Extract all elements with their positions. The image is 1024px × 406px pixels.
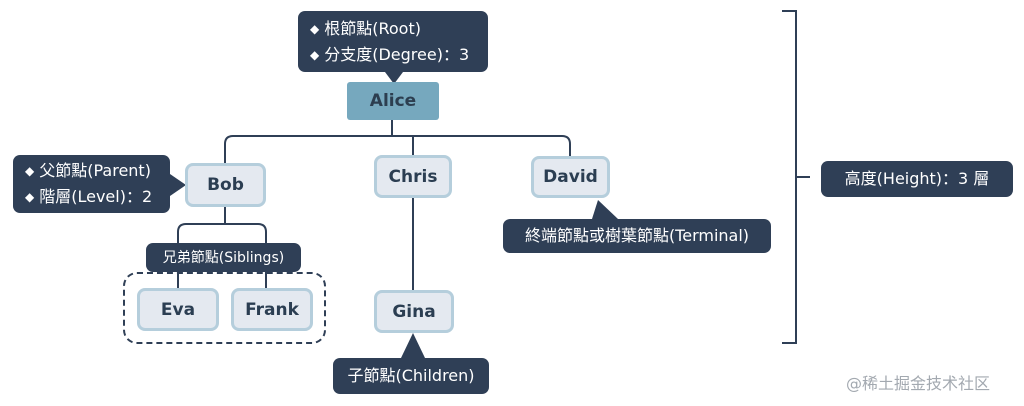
- diamond-bullet-icon: ◆: [25, 190, 35, 204]
- parent-callout: ◆ 父節點(Parent) ◆ 階層(Level)：2: [13, 155, 170, 213]
- edge-alice-bob-david: [224, 135, 571, 164]
- diamond-bullet-icon: ◆: [25, 164, 35, 178]
- root-label: 根節點(Root): [324, 18, 421, 38]
- node-bob: Bob: [185, 163, 266, 207]
- height-label: 高度(Height)：3 層: [844, 169, 990, 188]
- children-callout-pointer: [401, 333, 425, 358]
- node-david: David: [531, 156, 610, 198]
- height-bracket: [782, 10, 797, 344]
- parent-callout-pointer: [170, 174, 186, 196]
- watermark: @稀土掘金技术社区: [846, 374, 991, 393]
- root-callout-pointer: [385, 72, 403, 84]
- diamond-bullet-icon: ◆: [310, 47, 320, 62]
- root-callout: ◆ 根節點(Root) ◆ 分支度(Degree)：3: [298, 11, 488, 72]
- edge-bob-children: [177, 223, 267, 288]
- children-label: 子節點(Children): [347, 366, 475, 385]
- degree-label: 分支度(Degree)：3: [324, 44, 470, 64]
- node-frank: Frank: [231, 288, 313, 331]
- terminal-callout-pointer: [592, 200, 618, 219]
- height-callout: 高度(Height)：3 層: [821, 161, 1013, 197]
- node-eva: Eva: [137, 288, 219, 331]
- terminal-callout: 終端節點或樹葉節點(Terminal): [503, 219, 771, 253]
- node-chris: Chris: [374, 155, 452, 198]
- siblings-callout: 兄弟節點(Siblings): [146, 243, 301, 272]
- node-alice: Alice: [347, 82, 439, 120]
- parent-label: 父節點(Parent): [39, 161, 151, 180]
- node-gina: Gina: [374, 290, 454, 333]
- children-callout: 子節點(Children): [333, 358, 489, 394]
- siblings-group: [123, 272, 326, 344]
- level-label: 階層(Level)：2: [39, 187, 153, 206]
- terminal-label: 終端節點或樹葉節點(Terminal): [524, 226, 750, 245]
- siblings-label: 兄弟節點(Siblings): [162, 249, 285, 266]
- diamond-bullet-icon: ◆: [310, 21, 320, 36]
